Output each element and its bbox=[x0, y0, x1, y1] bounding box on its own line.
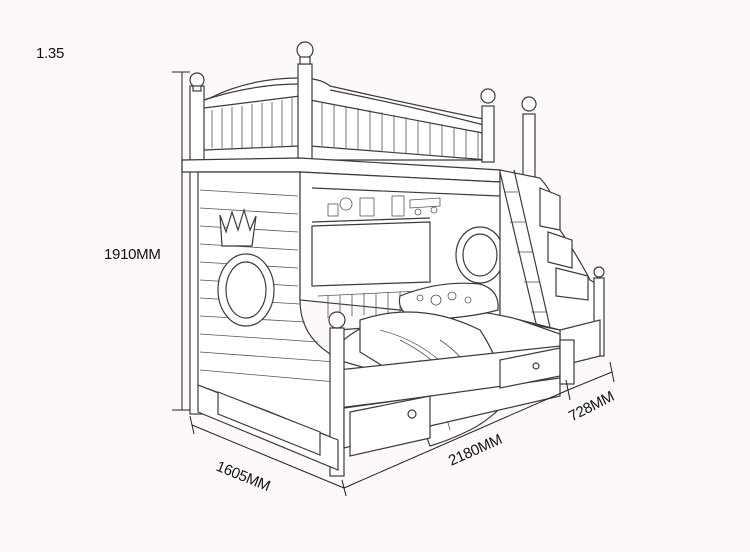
shelf-toys bbox=[327, 195, 441, 217]
porthole-window bbox=[217, 253, 275, 327]
upper-guard-rail bbox=[197, 77, 489, 161]
crown-icon bbox=[219, 207, 257, 247]
trundle-drawer bbox=[217, 391, 321, 456]
shelf-opening bbox=[311, 221, 431, 287]
dimension-lines bbox=[172, 71, 615, 497]
ladder-stairs bbox=[499, 169, 605, 367]
height-dimension: 1910MM bbox=[104, 246, 161, 263]
scale-label: 1.35 bbox=[36, 45, 64, 62]
front-frame-drawers bbox=[197, 311, 575, 477]
back-shelf-wall bbox=[299, 171, 505, 321]
left-side-panel bbox=[197, 171, 339, 441]
